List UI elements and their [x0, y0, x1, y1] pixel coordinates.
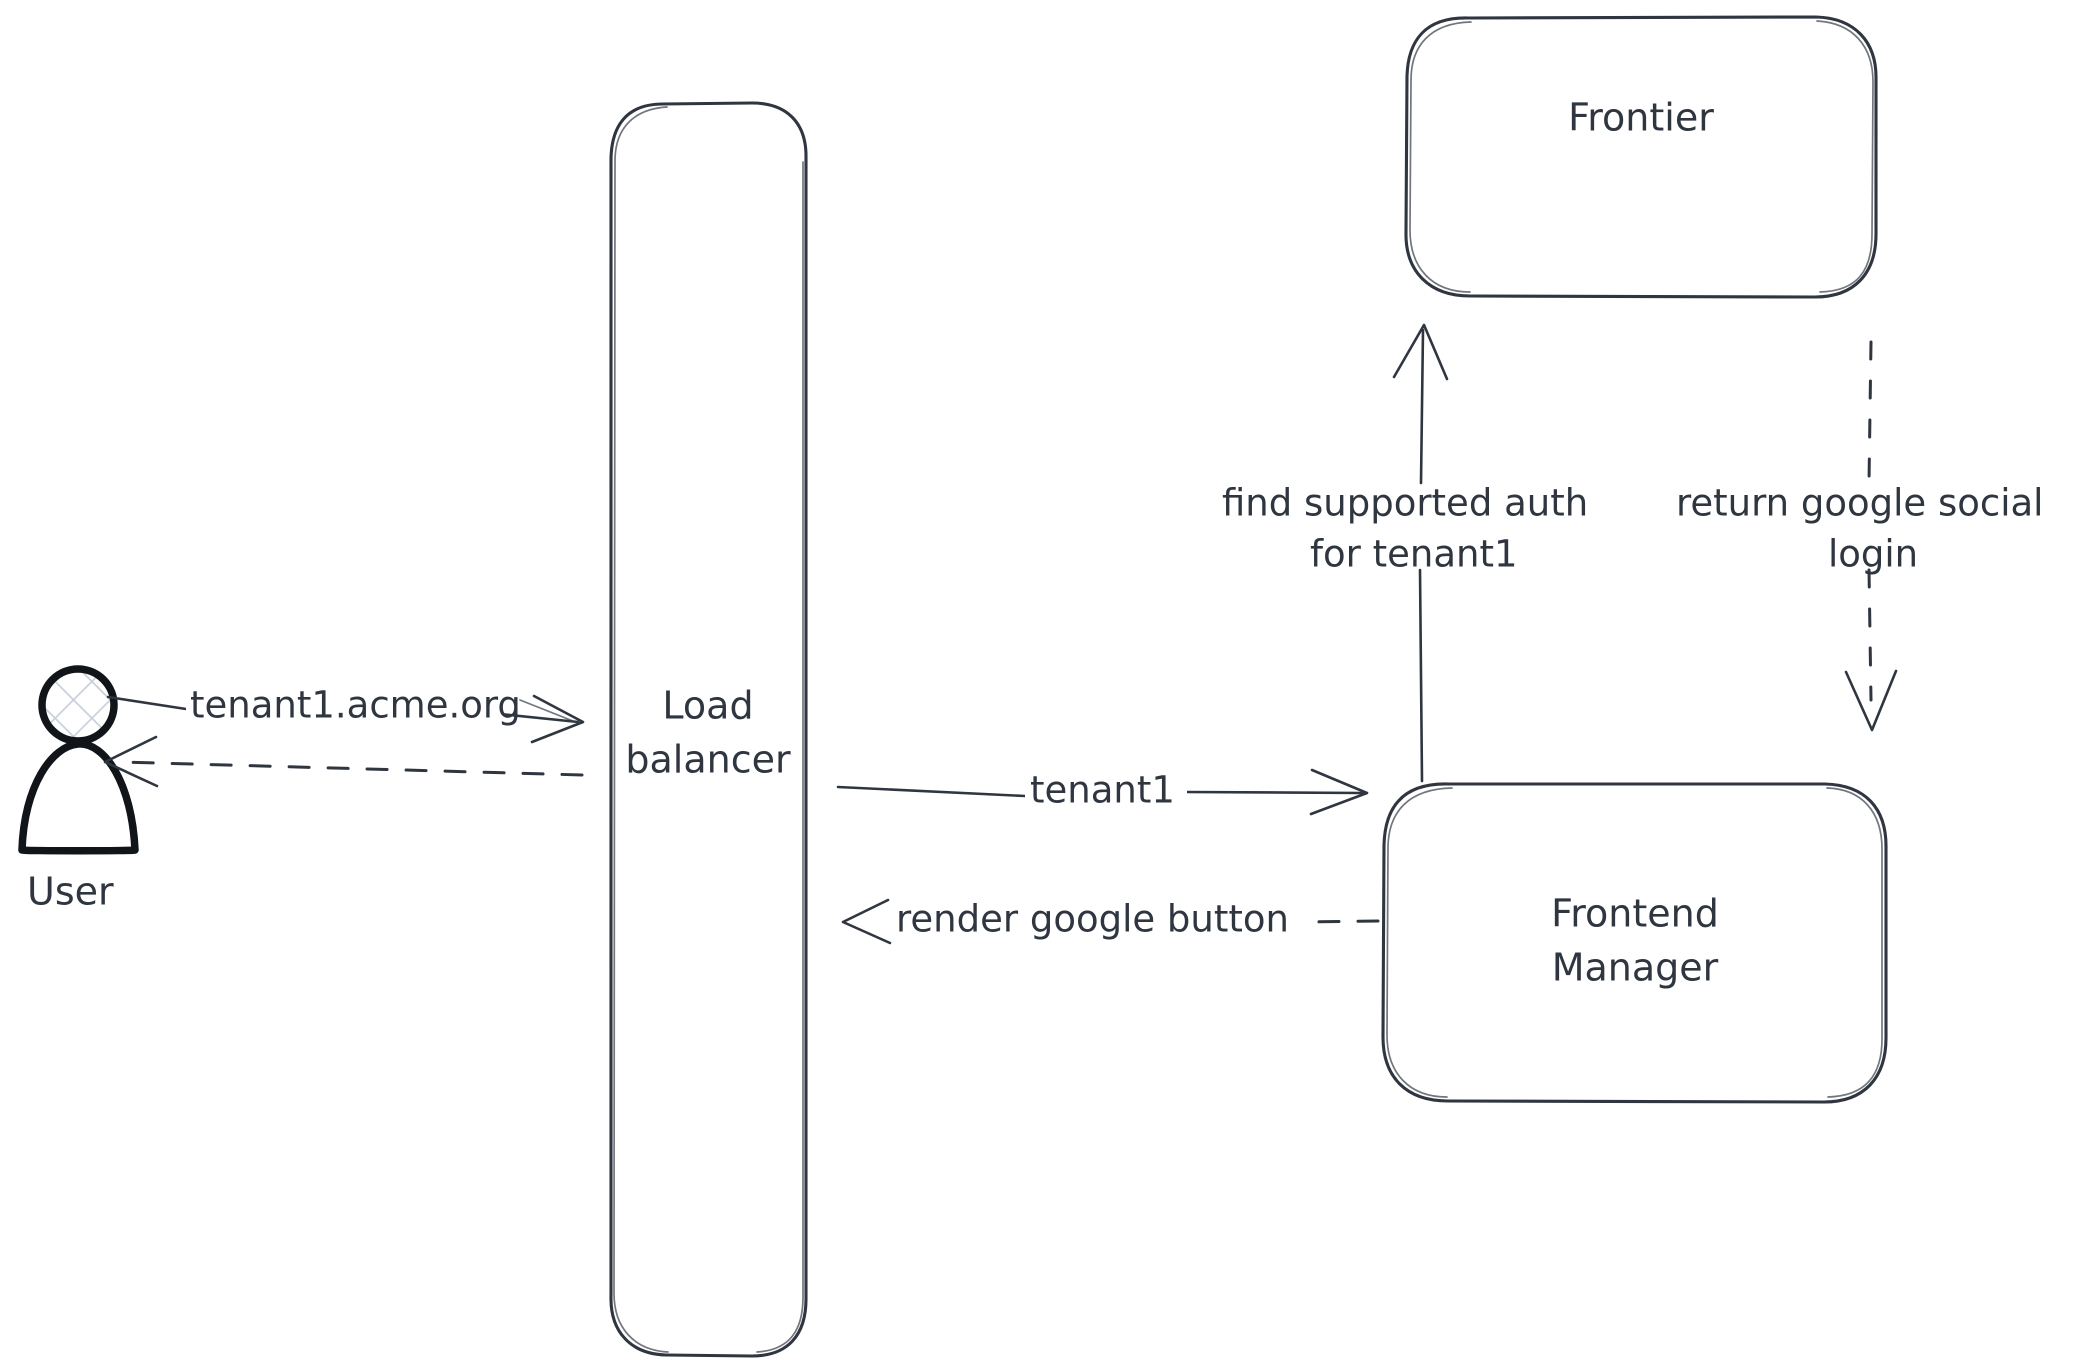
- edge-load-balancer-to-frontend-manager: tenant1: [836, 765, 1369, 816]
- edge-user-to-load-balancer-label: tenant1.acme.org: [190, 684, 521, 727]
- edge-load-balancer-to-frontend-manager-label: tenant1: [1030, 769, 1175, 812]
- edge-frontend-manager-to-frontier: find supported auth for tenant1: [1222, 323, 1588, 783]
- node-load-balancer-label-line2: balancer: [625, 738, 791, 782]
- node-frontend-manager-label-line1: Frontend: [1551, 892, 1719, 936]
- node-frontier[interactable]: Frontier: [1404, 15, 1878, 299]
- edge-frontend-manager-to-frontier-label-line2: for tenant1: [1310, 533, 1518, 576]
- person-icon: [18, 665, 139, 855]
- actor-user[interactable]: User: [18, 665, 139, 914]
- node-frontend-manager[interactable]: Frontend Manager: [1381, 782, 1888, 1104]
- node-frontier-label: Frontier: [1568, 96, 1714, 140]
- node-load-balancer-label-line1: Load: [662, 684, 753, 728]
- edge-user-to-load-balancer: tenant1.acme.org: [106, 682, 585, 744]
- node-load-balancer[interactable]: Load balancer: [609, 101, 808, 1358]
- actor-user-label: User: [27, 870, 114, 914]
- edge-frontend-manager-to-load-balancer-label: render google button: [896, 898, 1289, 941]
- edge-load-balancer-to-user: [103, 735, 584, 788]
- edge-frontier-to-frontend-manager: return google social login: [1676, 340, 2043, 732]
- node-frontend-manager-label-line2: Manager: [1552, 946, 1719, 990]
- edge-frontend-manager-to-load-balancer: render google button: [841, 898, 1380, 945]
- edge-frontend-manager-to-frontier-label-line1: find supported auth: [1222, 482, 1588, 525]
- edge-frontier-to-frontend-manager-label-line1: return google social: [1676, 482, 2043, 525]
- edge-frontier-to-frontend-manager-label-line2: login: [1828, 533, 1918, 576]
